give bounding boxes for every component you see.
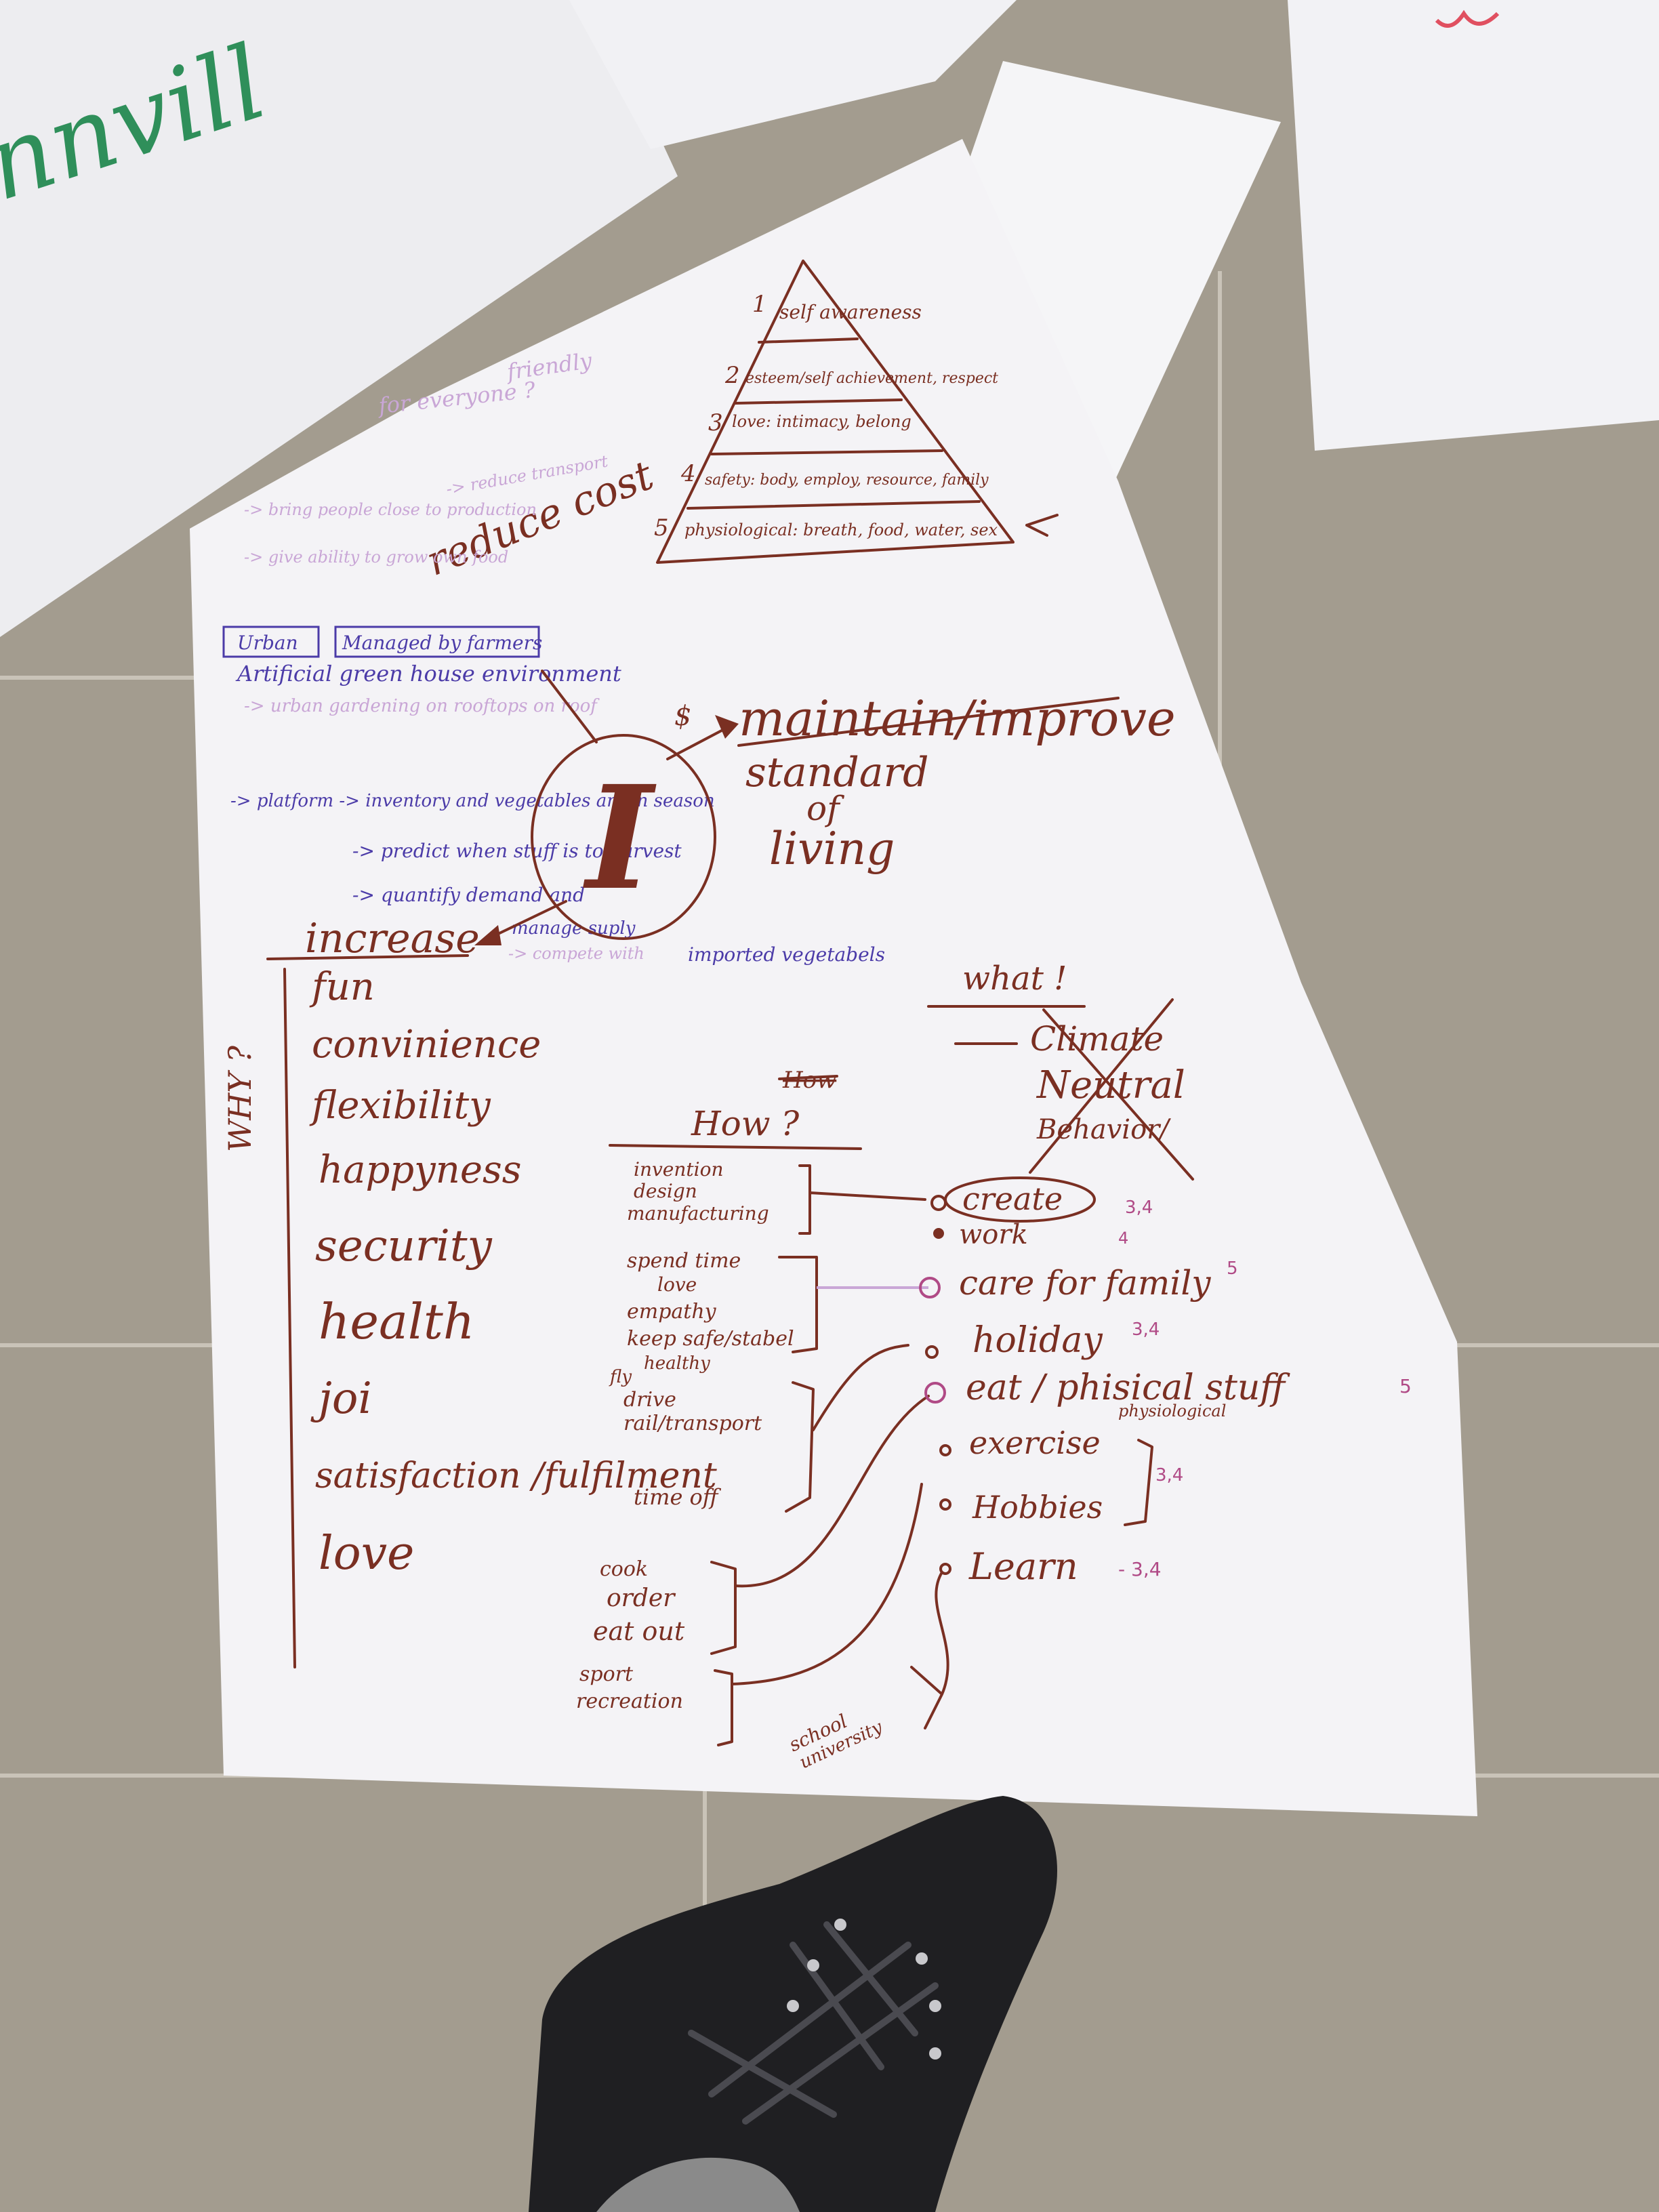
how-g2-5: healthy (644, 1353, 710, 1374)
pyramid: 1 self awareness 2 esteem/self achieveme… (654, 260, 1059, 564)
paper-top-middle (569, 0, 1017, 149)
faint-urban-gardening: -> urban gardening on rooftops on roof (244, 696, 600, 716)
activity-3: care for family (959, 1263, 1211, 1303)
quantify-note: -> quantify demand and (352, 884, 585, 906)
activity-1-score: 3,4 (1125, 1197, 1153, 1218)
activity-7-score: 3,4 (1155, 1465, 1183, 1486)
what-crossed-1: Climate (1030, 1019, 1164, 1059)
increase: increase (305, 915, 480, 962)
how-g2-2: love (657, 1273, 697, 1296)
arrow-head-increase (474, 925, 501, 945)
activity-dots (919, 1195, 951, 1575)
box-urban-text: Urban (237, 632, 298, 654)
how-g1-1: invention (634, 1158, 724, 1181)
activity-2-score: 4 (1118, 1229, 1128, 1248)
why-item-7: joi (310, 1374, 372, 1424)
how-label: How ? (691, 1104, 800, 1143)
pyramid-level-3-num: 3 (708, 409, 723, 436)
dollar-sign: $ (674, 701, 691, 732)
activity-7: Hobbies (972, 1489, 1103, 1525)
faint-compete: -> compete with (508, 944, 644, 963)
paper-top-right (1288, 0, 1659, 451)
activity-5-score: 5 (1399, 1375, 1412, 1397)
pyramid-level-2-num: 2 (724, 362, 740, 389)
why-label: WHY ? (222, 1046, 258, 1152)
living: living (769, 823, 895, 875)
how-g2-1: spend time (627, 1249, 741, 1273)
pyramid-level-1-num: 1 (752, 291, 767, 318)
standard: standard (745, 749, 929, 796)
pyramid-level-4-num: 4 (680, 460, 696, 487)
activity-8-score: - 3,4 (1118, 1558, 1162, 1580)
pyramid-level-4-text: safety: body, employ, resource, family (705, 472, 989, 489)
how-g4-3: eat out (593, 1616, 685, 1646)
faint-bring-people: -> bring people close to production (244, 500, 537, 519)
activity-4-score: 3,4 (1132, 1319, 1160, 1340)
why-item-8: satisfaction /fulfilment (315, 1456, 717, 1496)
how-g3-2: drive (623, 1388, 676, 1412)
how-g5-1: sport (579, 1662, 634, 1686)
activity-1: create (962, 1181, 1063, 1217)
why-item-6: health (319, 1293, 474, 1350)
how-g3-3: rail/transport (623, 1412, 762, 1435)
activity-4: holiday (972, 1320, 1103, 1361)
activity-6: exercise (969, 1425, 1101, 1461)
activity-2: work (959, 1219, 1028, 1250)
arrow-head-maintain (715, 715, 739, 739)
imported-note: imported vegetabels (688, 943, 885, 966)
how-g4-2: order (607, 1584, 676, 1612)
why-item-1: fun (309, 965, 375, 1009)
why-item-3: flexibility (309, 1084, 491, 1128)
of: of (806, 789, 844, 828)
how-g2-4: keep safe/stabel (627, 1327, 794, 1351)
how-crossed: How (782, 1067, 836, 1094)
predict-note: -> predict when stuff is to harvest (352, 840, 682, 862)
why-item-2: convinience (312, 1023, 541, 1067)
center-circle (531, 734, 716, 940)
why-item-4: happyness (319, 1148, 521, 1192)
pyramid-level-5-text: physiological: breath, food, water, sex (684, 520, 998, 539)
how-g1-3: manufacturing (627, 1202, 769, 1225)
paper-top-left (0, 0, 678, 637)
box-managed (334, 626, 540, 658)
how-g5-2: recreation (576, 1689, 683, 1713)
what-label: what ! (962, 960, 1067, 998)
how-g3-4: time off (634, 1484, 722, 1510)
faint-give-ability: -> give ability to grow own food (244, 548, 508, 567)
how-g2-3: empathy (627, 1300, 717, 1324)
platform-note: -> platform -> inventory and vegetables … (230, 791, 715, 811)
activity-8: Learn (968, 1545, 1078, 1588)
paper-top-right-mark (1435, 9, 1500, 28)
pyramid-level-1-text: self awareness (779, 301, 922, 323)
activity-3-score: 5 (1227, 1258, 1238, 1279)
why-item-9: love (319, 1527, 414, 1580)
how-g1-2: design (634, 1180, 697, 1202)
pyramid-level-2-text: esteem/self achievement, respect (745, 370, 998, 387)
greenhouse-note: Artificial green house environment (235, 661, 621, 687)
shoe (529, 1796, 1057, 2212)
pyramid-level-5-num: 5 (654, 514, 669, 541)
why-item-5: security (315, 1221, 493, 1271)
activity-5-sub: physiological (1118, 1401, 1226, 1420)
how-g4-1: cook (600, 1557, 648, 1581)
create-oval (944, 1176, 1096, 1223)
center-letter: I (583, 754, 657, 922)
activity-5: eat / phisical stuff (966, 1368, 1290, 1408)
box-urban (222, 626, 320, 658)
how-g3-1: fly (609, 1367, 632, 1387)
box-managed-text: Managed by farmers (342, 632, 542, 654)
main-paper (190, 139, 1477, 1816)
pyramid-level-3-text: love: intimacy, belong (732, 412, 912, 431)
